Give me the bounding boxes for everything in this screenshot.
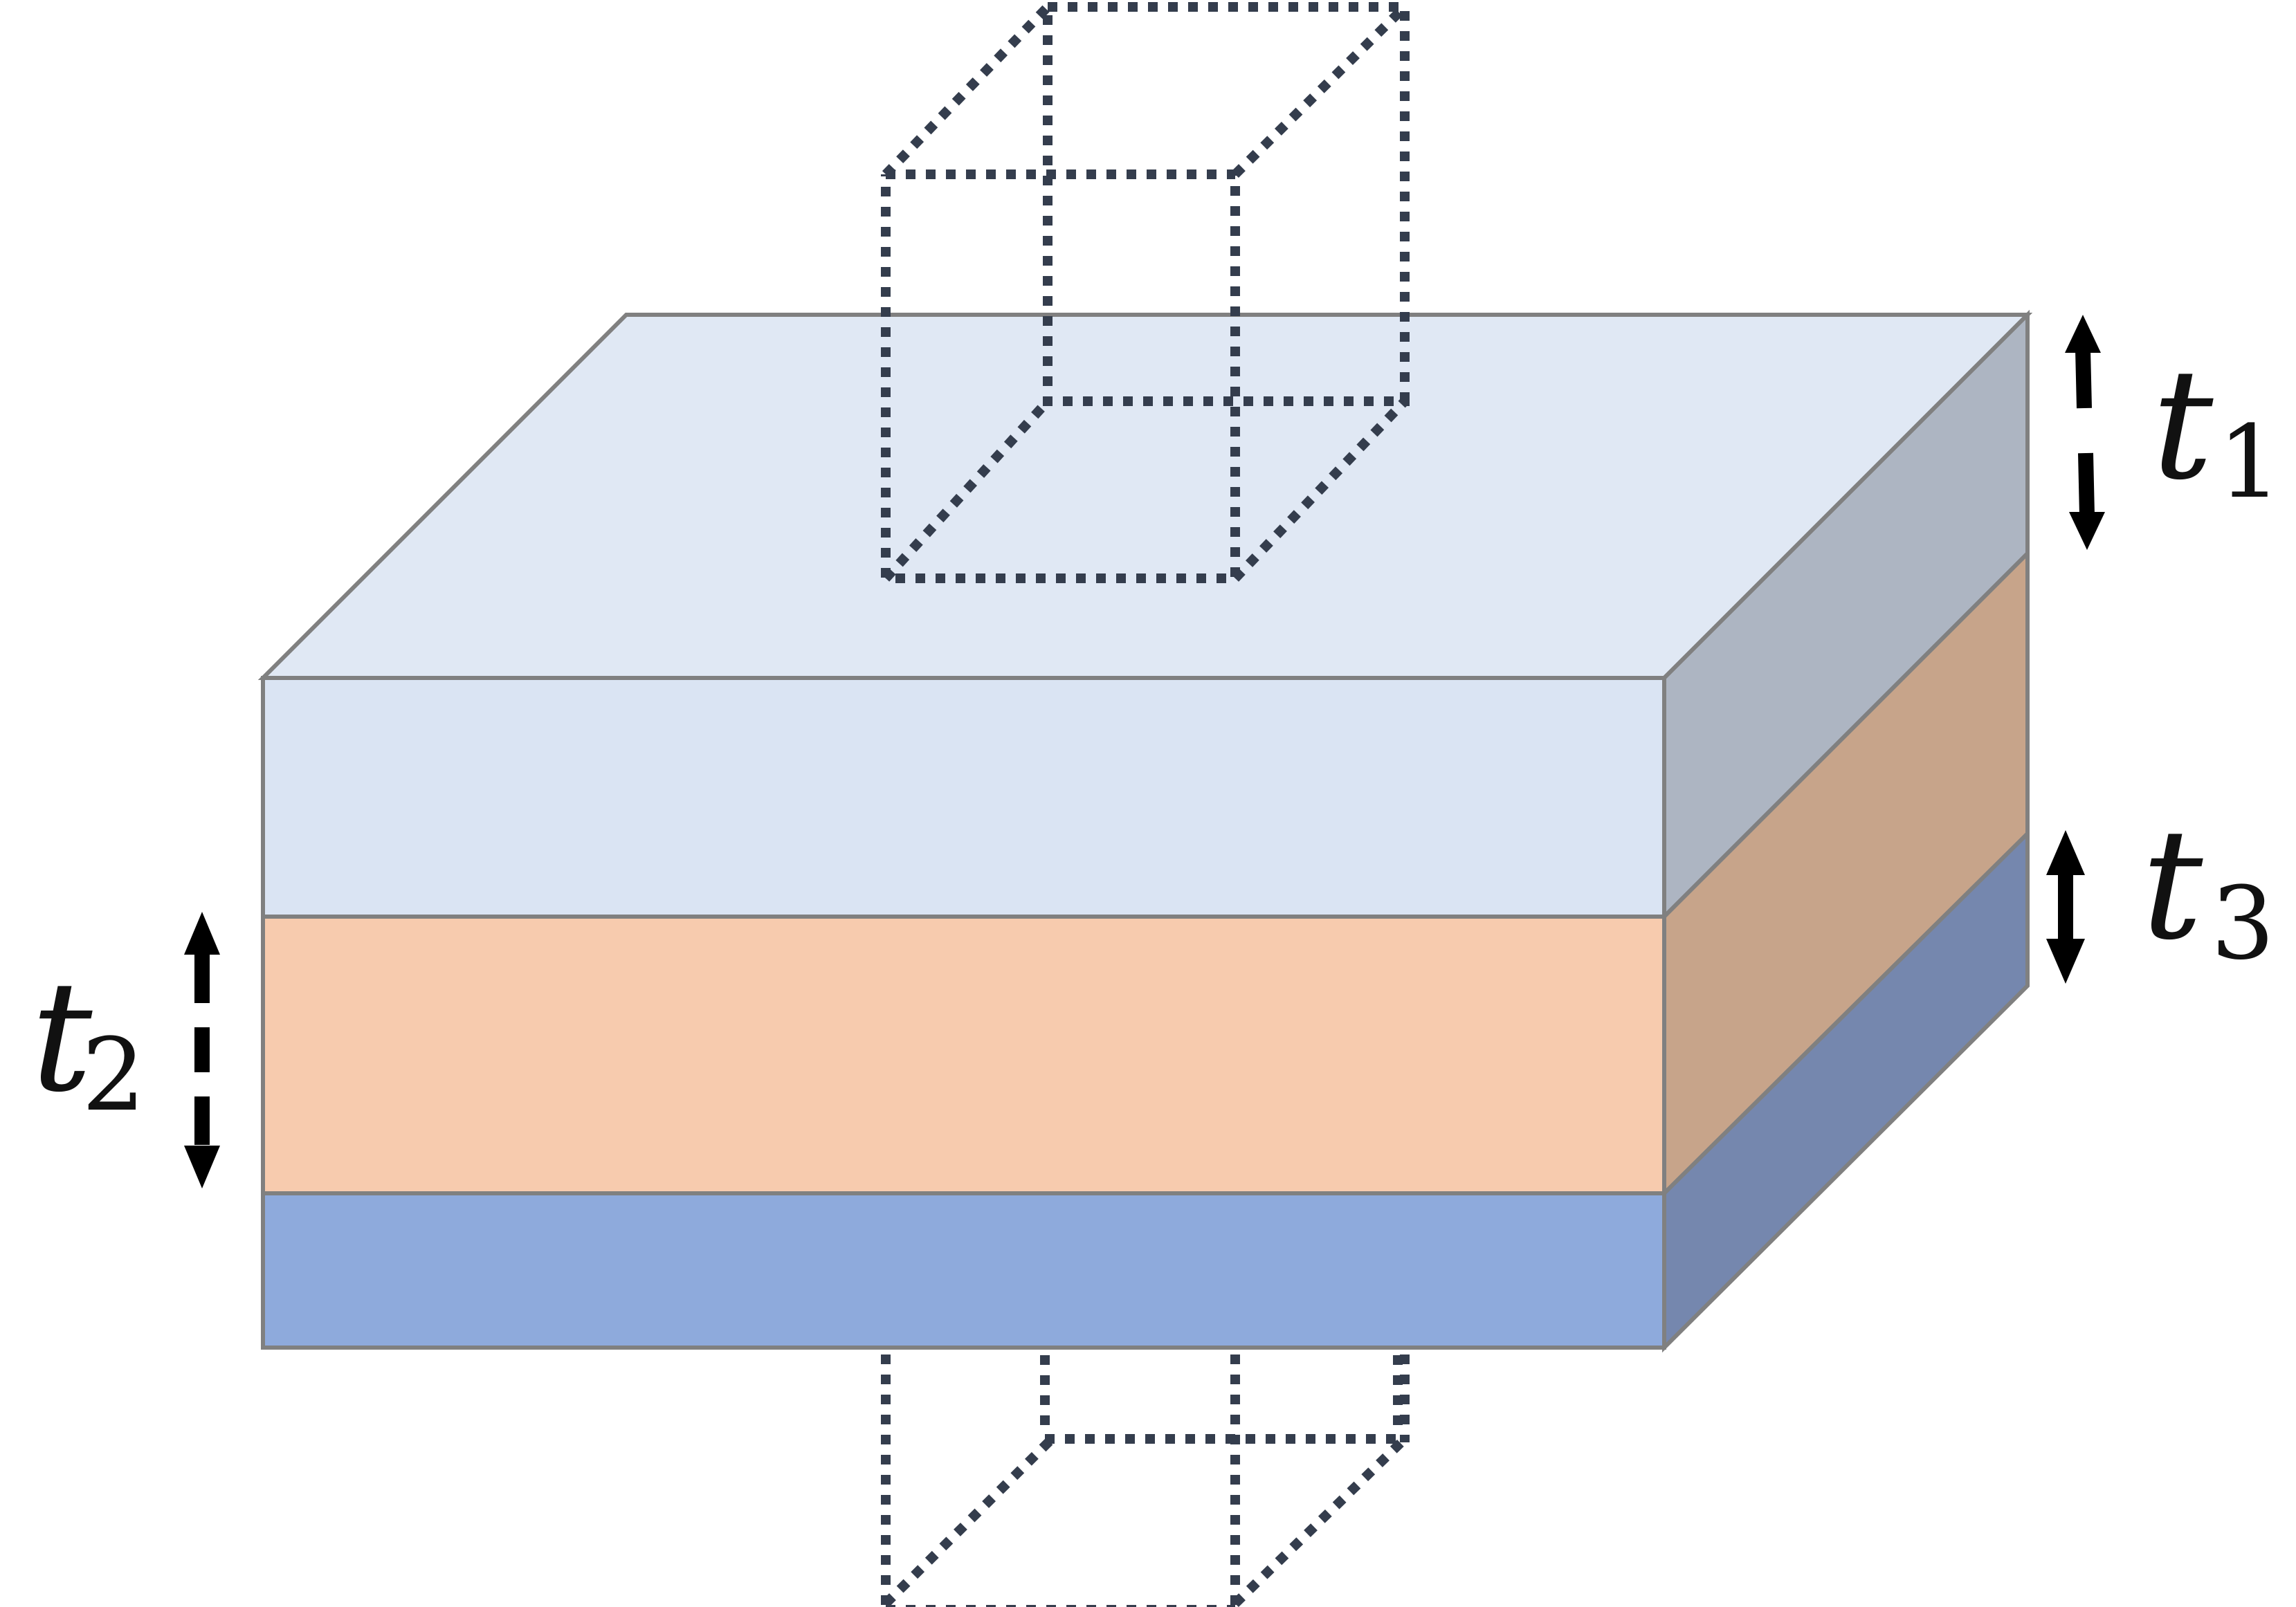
layer1-front-face bbox=[261, 676, 1666, 919]
label-t3-sub: 3 bbox=[2211, 865, 2275, 982]
layer3-side-face bbox=[1662, 828, 2030, 1353]
arrow-head-up bbox=[2046, 830, 2085, 875]
layer2-front-face bbox=[261, 915, 1666, 1195]
label-t3: t 3 bbox=[2142, 796, 2275, 982]
label-t2: t 2 bbox=[31, 948, 145, 1134]
label-t2-sub: 2 bbox=[82, 1017, 145, 1134]
cell-edge bbox=[1232, 3, 1408, 178]
thickness-arrow-t2 bbox=[184, 912, 220, 1188]
arrow-head-up bbox=[2065, 315, 2101, 353]
arrow-head-down bbox=[2069, 512, 2105, 550]
cell-edge bbox=[1232, 1435, 1408, 1607]
label-t1: t 1 bbox=[2152, 336, 2281, 521]
unit-cell-bottom bbox=[881, 1355, 1410, 1607]
label-t2-base: t bbox=[31, 948, 93, 1126]
thickness-arrow-t3 bbox=[2046, 830, 2085, 984]
unit-cell-top bbox=[881, 2, 1410, 583]
thickness-arrow-t1 bbox=[2065, 315, 2105, 550]
layer3-front-face bbox=[261, 1191, 1666, 1350]
arrow-shaft bbox=[2075, 349, 2092, 409]
arrow-head-down bbox=[184, 1146, 220, 1188]
label-t3-base: t bbox=[2142, 796, 2203, 973]
label-t1-sub: 1 bbox=[2218, 404, 2281, 521]
arrow-shaft bbox=[2078, 452, 2095, 516]
arrow-head-up bbox=[184, 912, 220, 955]
arrow-head-down bbox=[2046, 939, 2085, 984]
unit-cell-hidden-back bbox=[1040, 1335, 1403, 1429]
label-t1-base: t bbox=[2152, 336, 2214, 513]
cell-edge bbox=[1231, 398, 1409, 582]
cell-edge bbox=[882, 1435, 1055, 1607]
cell-edge bbox=[882, 3, 1052, 178]
